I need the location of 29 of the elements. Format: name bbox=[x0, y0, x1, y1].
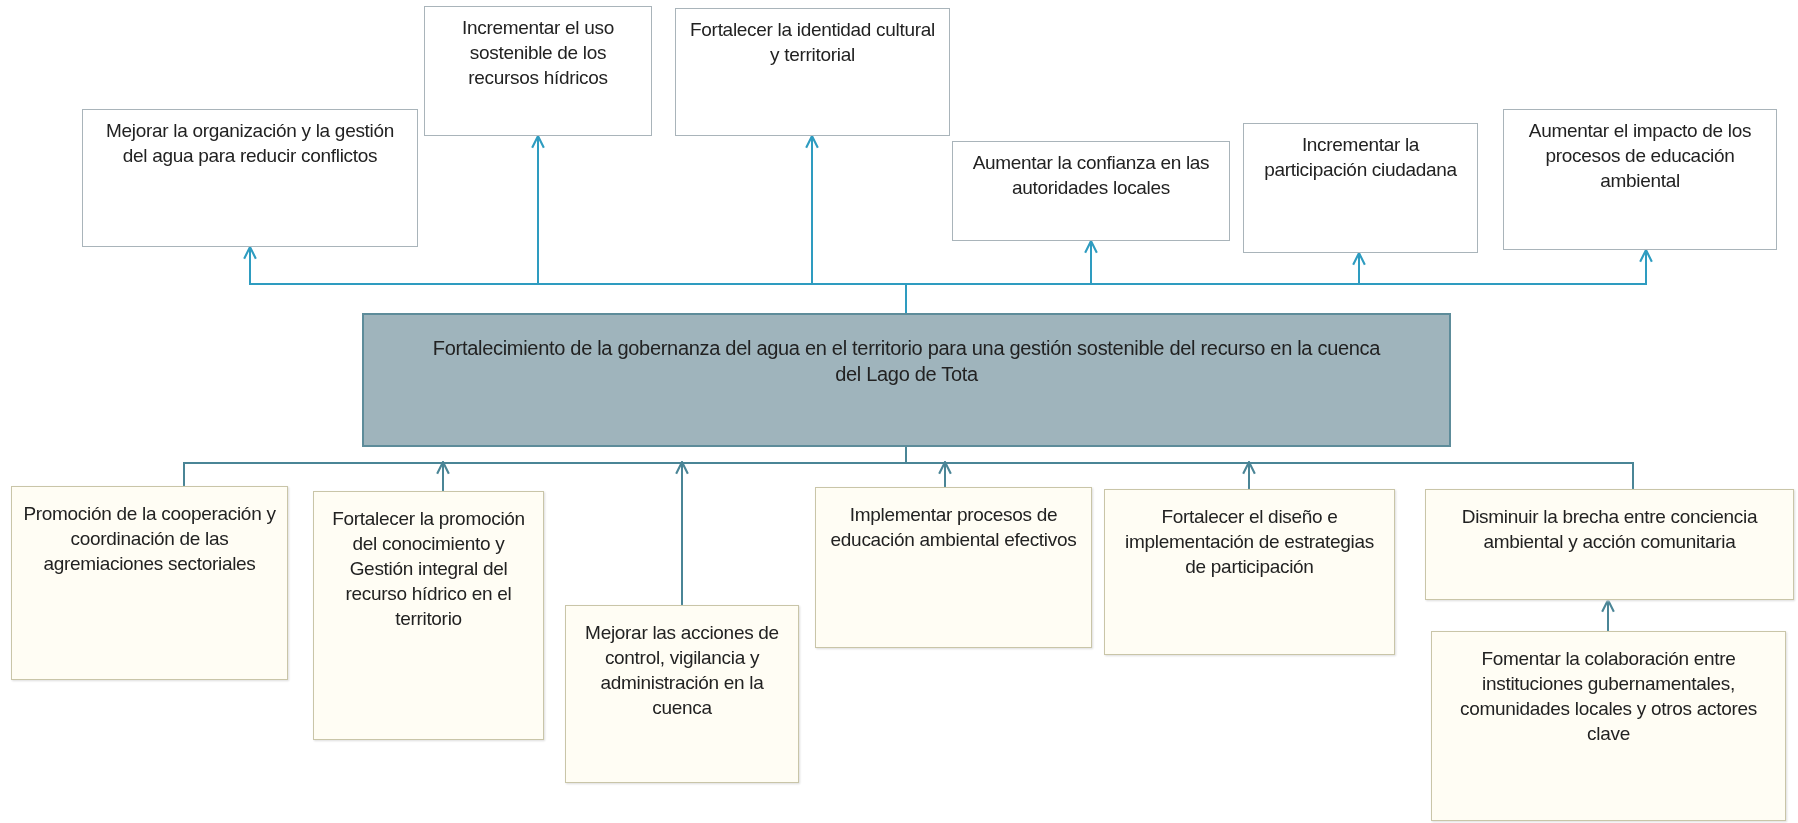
goal-box bbox=[1243, 123, 1478, 253]
box-text: Incrementar el uso sostenible de los recursos hídricos bbox=[461, 16, 615, 91]
box-text: Disminuir la brecha entre conciencia ambiental y acción comunitaria bbox=[1460, 505, 1759, 555]
box-text: Mejorar la organización y la gestión del agua para reducir conflictos bbox=[104, 119, 396, 169]
objective-box bbox=[11, 486, 288, 680]
goal-box bbox=[1503, 109, 1777, 250]
goal-box bbox=[952, 141, 1230, 241]
goal-box bbox=[424, 6, 652, 136]
objective-box bbox=[1431, 631, 1786, 821]
box-text: Incrementar la participación ciudadana bbox=[1263, 133, 1458, 183]
box-text: Fomentar la colaboración entre instituciones gubernamentales, comunidades locales y otros actores clave bbox=[1459, 647, 1758, 747]
objective-box bbox=[313, 491, 544, 740]
box-text: Implementar procesos de educación ambiental efectivos bbox=[829, 503, 1078, 553]
box-text: Fortalecimiento de la gobernanza del agua en el territorio para una gestión sostenible del recurso en la cuenca del Lago de Tota bbox=[431, 336, 1382, 388]
box-text: Fortalecer la promoción del conocimiento y Gestión integral del recurso hídrico en el territorio bbox=[331, 507, 526, 632]
box-text: Aumentar el impacto de los procesos de educación ambiental bbox=[1527, 119, 1753, 194]
arrow bbox=[1601, 598, 1615, 632]
objective-box bbox=[815, 487, 1092, 648]
objective-box bbox=[1104, 489, 1395, 655]
box-text: Fortalecer el diseño e implementación de estrategias de participación bbox=[1124, 505, 1375, 580]
goal-box bbox=[82, 109, 418, 247]
box-text: Promoción de la cooperación y coordinación de las agremiaciones sectoriales bbox=[22, 502, 277, 577]
box-text: Fortalecer la identidad cultural y territorial bbox=[689, 18, 936, 68]
objective-box bbox=[565, 605, 799, 783]
central-objective-box bbox=[362, 313, 1451, 447]
box-text: Mejorar las acciones de control, vigilancia y administración en la cuenca bbox=[584, 621, 780, 721]
objective-box bbox=[1425, 489, 1794, 600]
box-text: Aumentar la confianza en las autoridades locales bbox=[971, 151, 1211, 201]
goal-box bbox=[675, 8, 950, 136]
